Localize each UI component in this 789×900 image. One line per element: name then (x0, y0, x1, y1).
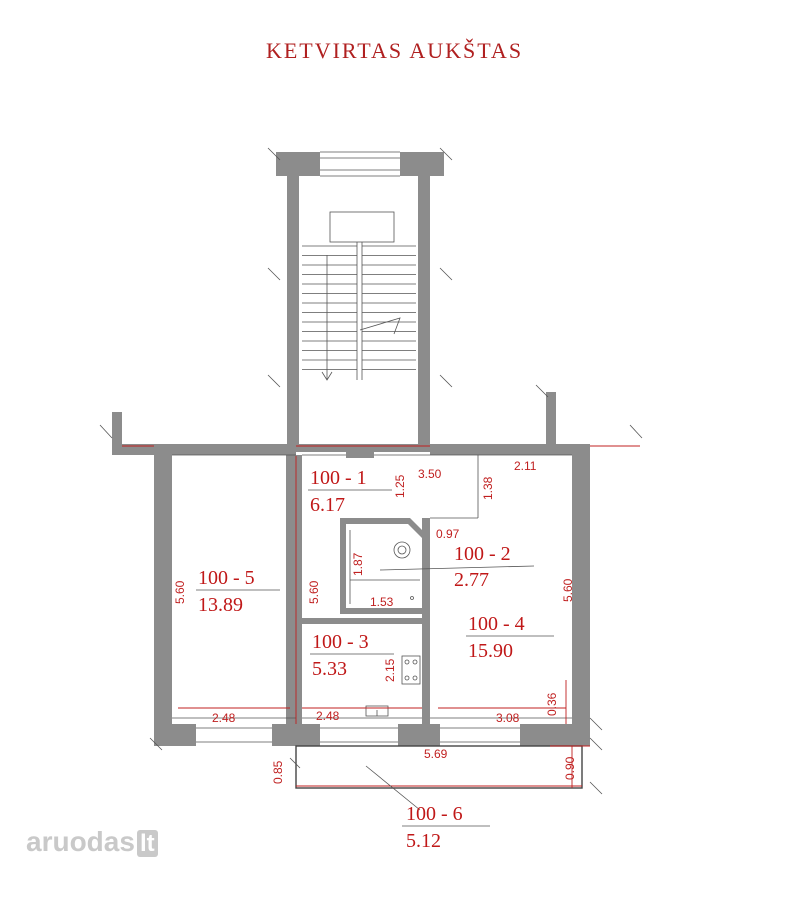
dim-5-60-right: 5.60 (561, 578, 575, 602)
dim-1-38: 1.38 (481, 476, 495, 500)
svg-text:13.89: 13.89 (198, 594, 243, 616)
svg-text:100 - 6: 100 - 6 (406, 803, 463, 825)
dim-2-11: 2.11 (514, 459, 537, 473)
svg-text:100 - 4: 100 - 4 (468, 613, 525, 635)
balcony (149, 680, 603, 811)
dim-3-50: 3.50 (418, 467, 442, 481)
dim-0-97: 0.97 (436, 527, 460, 541)
dim-0-36: 0.36 (545, 692, 559, 716)
svg-text:100 - 1: 100 - 1 (310, 467, 367, 489)
dim-2-15: 2.15 (383, 658, 397, 682)
svg-text:5.12: 5.12 (406, 830, 441, 852)
plan-title: KETVIRTAS AUKŠTAS (265, 38, 524, 63)
dim-0-90: 0.90 (563, 756, 577, 780)
dim-1-87: 1.87 (351, 552, 365, 576)
svg-text:100 - 3: 100 - 3 (312, 631, 369, 653)
dim-2-48-mid: 2.48 (316, 709, 340, 723)
dim-0-85: 0.85 (271, 760, 285, 784)
dim-2-48-left: 2.48 (212, 711, 236, 725)
room-100-5: 100 - 5 13.89 (196, 567, 280, 616)
dim-5-69: 5.69 (424, 747, 448, 761)
svg-text:6.17: 6.17 (310, 494, 345, 516)
svg-text:100 - 2: 100 - 2 (454, 543, 511, 565)
room-100-4: 100 - 4 15.90 (466, 613, 554, 662)
svg-text:2.77: 2.77 (454, 569, 489, 591)
svg-text:100 - 5: 100 - 5 (198, 567, 255, 589)
room-100-1: 100 - 1 6.17 (308, 467, 392, 516)
dim-5-60-mid: 5.60 (307, 580, 321, 604)
room-100-3: 100 - 3 5.33 (310, 631, 394, 680)
room-100-6: 100 - 6 5.12 (402, 803, 490, 852)
apartment-walls (99, 384, 643, 746)
room-100-2: 100 - 2 2.77 (379, 543, 535, 591)
dim-5-60-left: 5.60 (173, 580, 187, 604)
svg-text:5.33: 5.33 (312, 658, 347, 680)
dim-3-08: 3.08 (496, 711, 520, 725)
dimension-labels: 1.25 3.50 1.38 2.11 0.97 1.87 1.53 5.60 … (173, 459, 577, 784)
stairwell (267, 147, 453, 446)
dim-1-25: 1.25 (393, 474, 407, 498)
svg-text:15.90: 15.90 (468, 640, 513, 662)
dim-1-53: 1.53 (370, 595, 394, 609)
